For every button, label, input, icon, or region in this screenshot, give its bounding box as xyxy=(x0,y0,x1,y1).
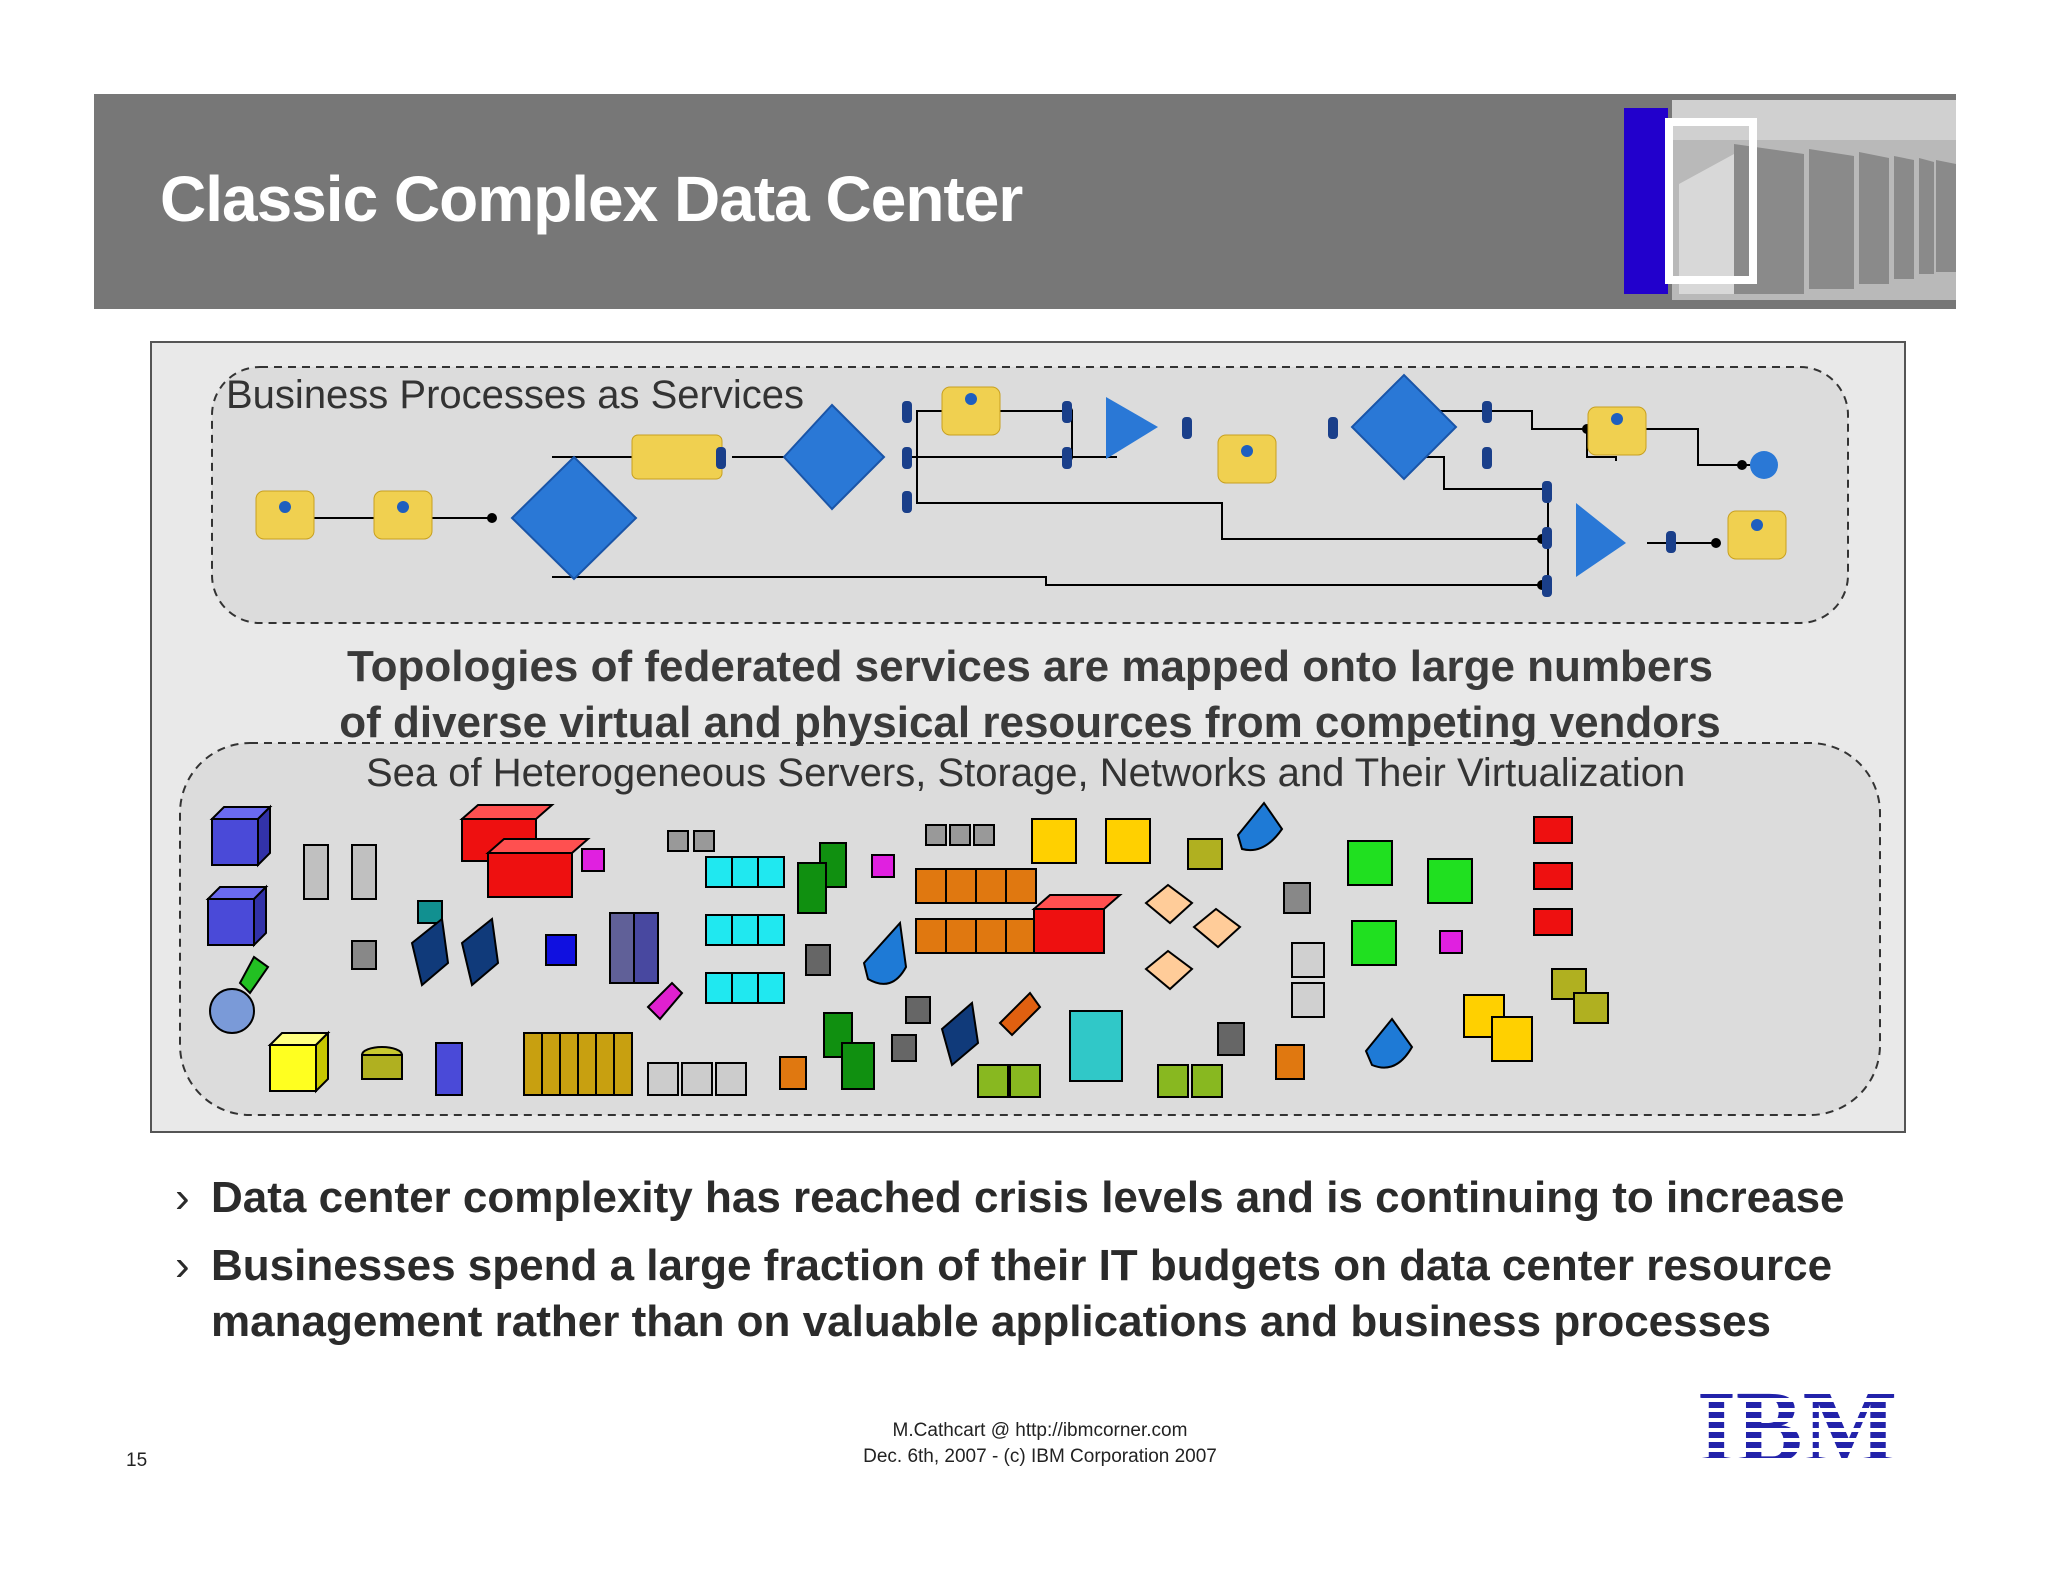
connector-ports xyxy=(716,401,1676,597)
federated-services-diagram xyxy=(179,366,1881,1116)
bullet-text: Businesses spend a large fraction of the… xyxy=(211,1241,1833,1346)
heterogeneous-resources xyxy=(205,801,1609,1098)
bullet-item: › Businesses spend a large fraction of t… xyxy=(175,1238,1875,1350)
slide-title: Classic Complex Data Center xyxy=(160,163,1023,235)
bullet-text: Data center complexity has reached crisi… xyxy=(211,1173,1845,1222)
bullet-marker: › xyxy=(175,1241,190,1290)
bullet-marker: › xyxy=(175,1173,190,1222)
bullet-item: › Data center complexity has reached cri… xyxy=(175,1170,1875,1226)
footer-author: M.Cathcart @ http://ibmcorner.com xyxy=(892,1420,1188,1441)
slide-header: Classic Complex Data Center xyxy=(94,94,1956,309)
service-boxes xyxy=(255,386,1787,560)
svg-text:IBM: IBM xyxy=(1697,1382,1897,1466)
bullet-list: › Data center complexity has reached cri… xyxy=(175,1170,1875,1362)
topology-caption-line1: Topologies of federated services are map… xyxy=(347,642,1713,691)
flow-triangles xyxy=(1106,397,1626,577)
ibm-logo: IBM xyxy=(1697,1382,1897,1466)
page-number: 15 xyxy=(126,1450,148,1471)
topology-caption-line2: of diverse virtual and physical resource… xyxy=(339,698,1721,747)
footer: M.Cathcart @ http://ibmcorner.com Dec. 6… xyxy=(760,1418,1320,1470)
footer-copyright: Dec. 6th, 2007 - (c) IBM Corporation 200… xyxy=(863,1446,1217,1467)
server-room-photo xyxy=(1584,94,1956,309)
business-processes-label: Business Processes as Services xyxy=(226,373,805,417)
decision-gateways xyxy=(510,373,1458,581)
resources-label: Sea of Heterogeneous Servers, Storage, N… xyxy=(366,751,1686,795)
process-flow-lines xyxy=(286,410,1756,586)
data-center-diagram-panel: Business Processes as Services Topologie… xyxy=(150,341,1906,1133)
